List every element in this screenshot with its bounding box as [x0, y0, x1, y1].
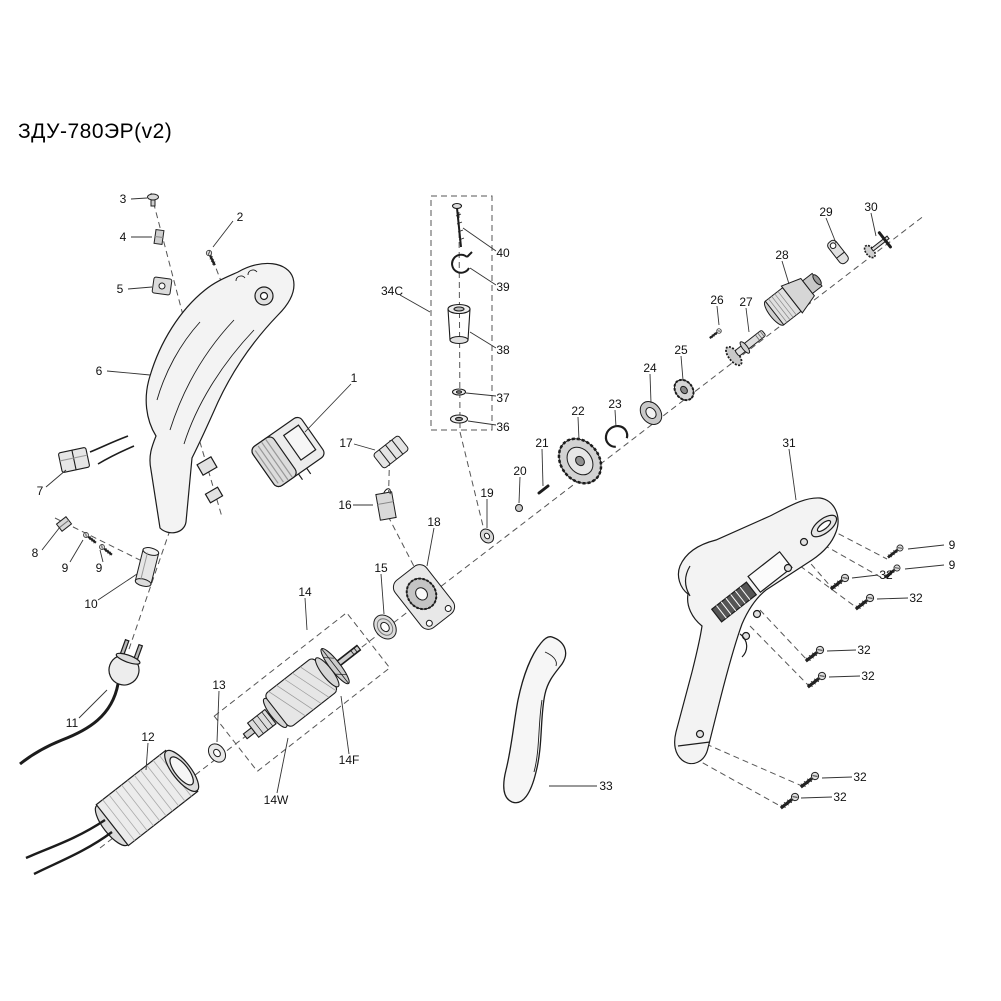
part-23-circlip	[604, 424, 629, 448]
part-callout: 38	[496, 343, 510, 357]
part-callout: 17	[339, 436, 353, 450]
part-callout: 32	[879, 568, 893, 582]
part-callout: 29	[819, 205, 833, 219]
part-27-spindle	[725, 330, 766, 367]
diagram-title: ЗДУ-780ЭР(v2)	[18, 120, 173, 143]
part-callout: 25	[674, 343, 688, 357]
part-callout: 5	[116, 282, 124, 296]
part-callout: 33	[599, 779, 613, 793]
part-callout: 32	[833, 790, 847, 804]
part-callout: 31	[782, 436, 796, 450]
part-callout: 11	[65, 716, 79, 730]
part-callout: 23	[608, 397, 622, 411]
part-25-pinion	[673, 378, 695, 402]
part-22-gear	[557, 437, 603, 485]
part-callout: 40	[496, 246, 510, 260]
part-callout: 21	[535, 436, 549, 450]
part-1-switch	[251, 416, 325, 488]
part-5-brush-holder	[151, 276, 173, 296]
part-33-aux-handle	[503, 636, 567, 804]
part-14-armature	[242, 644, 362, 740]
part-12-stator	[25, 749, 200, 876]
part-callout: 37	[496, 391, 510, 405]
part-10-brush-tube	[134, 547, 160, 587]
part-4-insert	[153, 228, 165, 246]
part-callout: 1	[350, 371, 358, 385]
part-callout: 39	[496, 280, 510, 294]
part-callout: 2	[236, 210, 244, 224]
part-29-key-holder	[827, 239, 849, 265]
part-callout: 27	[739, 295, 753, 309]
part-callout: 10	[84, 597, 98, 611]
part-callout: 13	[212, 678, 226, 692]
part-30-chuck-key	[863, 231, 892, 259]
part-callout: 8	[31, 546, 39, 560]
part-callout: 18	[427, 515, 441, 529]
part-callout: 3	[119, 192, 127, 206]
part-11-power-plug	[19, 638, 144, 766]
part-24-washer	[639, 401, 663, 425]
part-36-washer	[449, 414, 469, 424]
part-39-clamp	[451, 251, 473, 274]
part-38-bushing	[447, 303, 471, 345]
part-callout: 9	[948, 538, 956, 552]
part-callout: 6	[95, 364, 103, 378]
part-callout: 9	[61, 561, 69, 575]
part-13-washer	[207, 743, 227, 763]
detail-box-34c-parts	[447, 202, 473, 424]
part-callout: 32	[909, 591, 923, 605]
part-callout: 19	[480, 486, 494, 500]
part-18-gear-plate	[392, 564, 456, 630]
part-20-ball	[515, 504, 523, 512]
part-7-terminal-block	[58, 435, 135, 473]
part-6-motor-housing-left	[145, 262, 295, 534]
part-callout: 32	[861, 669, 875, 683]
part-28-chuck	[763, 272, 823, 326]
part-callout: 14F	[338, 753, 360, 767]
part-callout: 32	[853, 770, 867, 784]
part-callout: 26	[710, 293, 724, 307]
part-callout: 4	[119, 230, 127, 244]
part-26-screw	[707, 326, 724, 342]
part-callout: 28	[775, 248, 789, 262]
part-callout: 7	[36, 484, 44, 498]
part-17-cover	[373, 435, 409, 469]
part-callout: 36	[496, 420, 510, 434]
part-callout: 22	[571, 404, 585, 418]
part-40-long-screw	[451, 202, 465, 248]
power-cord	[19, 683, 120, 766]
part-callout: 9	[95, 561, 103, 575]
part-callout: 15	[374, 561, 388, 575]
part-21-pin	[537, 484, 550, 495]
part-callout: 30	[864, 200, 878, 214]
part-19-nut	[479, 528, 495, 544]
part-callout: 12	[141, 730, 155, 744]
part-callout: 16	[338, 498, 352, 512]
part-37-washer	[451, 388, 467, 396]
part-15-bearing	[373, 614, 397, 640]
part-16-carbon-brush	[375, 488, 397, 521]
part-callout: 14	[298, 585, 312, 599]
part-callout: 32	[857, 643, 871, 657]
housing-screws-32	[776, 542, 906, 813]
part-callout: 34C	[380, 284, 404, 298]
callout-leader-lines	[41, 197, 945, 799]
part-2-screw	[204, 248, 219, 268]
part-callout: 20	[513, 464, 527, 478]
part-31-motor-housing-right	[674, 497, 839, 765]
part-3-screw	[147, 193, 159, 207]
part-callout: 9	[948, 558, 956, 572]
part-callout: 24	[643, 361, 657, 375]
part-callout: 14W	[263, 793, 289, 807]
